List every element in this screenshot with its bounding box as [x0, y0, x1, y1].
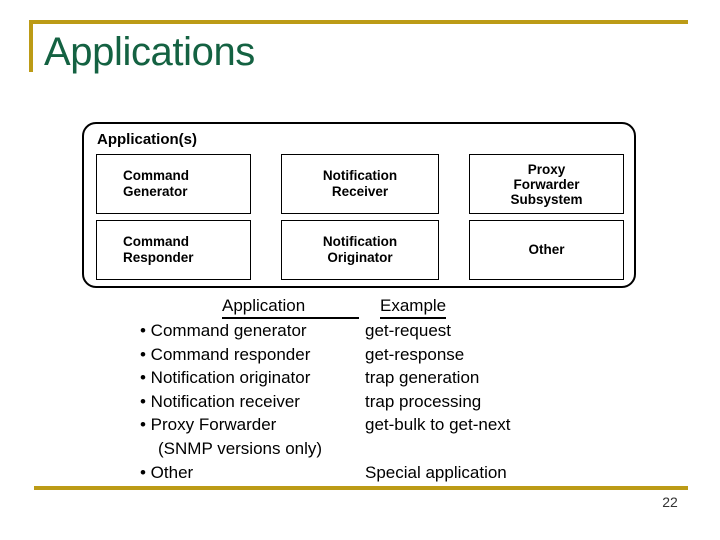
- applications-diagram: Application(s) Command Generator Notific…: [82, 122, 636, 288]
- list-item: • Command responder get-response: [0, 344, 720, 368]
- list-item: • Other Special application: [0, 462, 720, 486]
- footer-rule: [34, 486, 688, 490]
- list-item-application: • Command responder: [140, 344, 311, 364]
- diagram-cell-other: Other: [469, 220, 624, 280]
- title-top-rule: [29, 20, 688, 24]
- diagram-label: Application(s): [97, 131, 197, 148]
- list-header-row: Application Example: [0, 296, 720, 320]
- list-item: • Notification originator trap generatio…: [0, 367, 720, 391]
- page-number: 22: [662, 494, 678, 510]
- list-item: • Notification receiver trap processing: [0, 391, 720, 415]
- list-item-example: Special application: [365, 462, 507, 482]
- list-item-example: get-bulk to get-next: [365, 415, 511, 435]
- list-item-example: trap generation: [365, 368, 480, 388]
- diagram-cell-proxy-forwarder-subsystem: Proxy Forwarder Subsystem: [469, 154, 624, 214]
- title-left-accent: [29, 20, 33, 72]
- list-item: • Command generator get-request: [0, 320, 720, 344]
- diagram-cell-notification-receiver: Notification Receiver: [281, 154, 439, 214]
- list-item-application: • Notification originator: [140, 368, 311, 388]
- list-item-application-continuation: (SNMP versions only): [158, 438, 323, 458]
- list-item-application: • Command generator: [140, 321, 307, 340]
- diagram-cell-command-generator: Command Generator: [96, 154, 251, 214]
- column-header-example: Example: [380, 296, 447, 319]
- list-item-example: get-response: [365, 344, 465, 364]
- application-example-list: Application Example • Command generator …: [0, 296, 720, 485]
- diagram-cell-notification-originator: Notification Originator: [281, 220, 439, 280]
- list-item-example: trap processing: [365, 391, 482, 411]
- column-header-application: Application: [222, 296, 359, 319]
- list-item-application: • Other: [140, 462, 194, 482]
- list-item: • Proxy Forwarder get-bulk to get-next: [0, 414, 720, 438]
- list-item-application: • Proxy Forwarder: [140, 415, 277, 435]
- list-item-application: • Notification receiver: [140, 391, 300, 411]
- page-title: Applications: [44, 30, 255, 74]
- diagram-cell-command-responder: Command Responder: [96, 220, 251, 280]
- diagram-grid: Command Generator Notification Receiver …: [96, 154, 624, 280]
- list-item: (SNMP versions only): [0, 438, 720, 462]
- list-item-example: get-request: [365, 321, 451, 340]
